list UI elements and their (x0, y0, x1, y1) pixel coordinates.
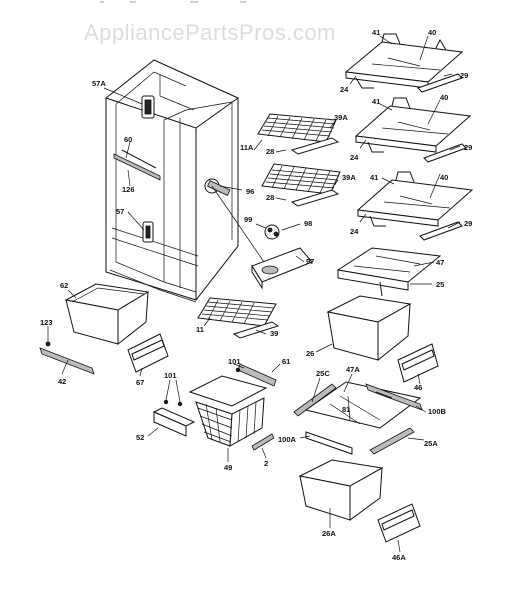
label-47: 47 (436, 258, 444, 267)
pan-front-46A (377, 503, 421, 543)
label-41-b: 41 (372, 97, 380, 106)
bracket-52 (152, 407, 196, 437)
label-26: 26 (306, 349, 314, 358)
crisper-cover-assembly (293, 381, 423, 455)
pan-front-67 (127, 333, 169, 373)
label-29-b: 29 (464, 143, 472, 152)
lower-crisper-pan (298, 459, 384, 521)
label-81: 81 (342, 405, 350, 414)
label-26A: 26A (322, 529, 336, 538)
label-97: 97 (306, 257, 314, 266)
label-39A-b: 39A (342, 173, 356, 182)
wire-shelf-bottom (197, 297, 280, 339)
label-41-c: 41 (370, 173, 378, 182)
label-96: 96 (246, 187, 254, 196)
label-47A: 47A (346, 365, 360, 374)
label-28-b: 28 (266, 193, 274, 202)
label-46: 46 (414, 383, 422, 392)
label-46A: 46A (392, 553, 406, 562)
wire-shelf-lower (261, 163, 341, 207)
label-41-a: 41 (372, 28, 380, 37)
leader-lines (47, 35, 461, 553)
label-2: 2 (264, 459, 268, 468)
label-40-b: 40 (440, 93, 448, 102)
label-98: 98 (304, 219, 312, 228)
label-101-a: 101 (228, 357, 241, 366)
label-60: 60 (124, 135, 132, 144)
crisper-pan (326, 295, 412, 362)
label-57: 57 (116, 207, 124, 216)
glass-shelf-2 (354, 97, 472, 163)
label-40-a: 40 (428, 28, 436, 37)
label-25: 25 (436, 280, 444, 289)
wire-shelf-upper (257, 113, 340, 155)
deli-drawer-cover (251, 247, 313, 290)
label-57A: 57A (92, 79, 106, 88)
label-24-a: 24 (340, 85, 349, 94)
label-39: 39 (270, 329, 278, 338)
wire-basket (188, 375, 268, 447)
label-100B: 100B (428, 407, 447, 416)
hinge-hardware (204, 178, 280, 240)
label-29-c: 29 (464, 219, 472, 228)
cabinet-liner (105, 59, 239, 303)
label-25A: 25A (424, 439, 438, 448)
label-101-b: 101 (164, 371, 177, 380)
label-24-c: 24 (350, 227, 359, 236)
label-61: 61 (282, 357, 290, 366)
label-52: 52 (136, 433, 144, 442)
watermark: AppliancePartsPros.com (84, 20, 336, 45)
label-62: 62 (60, 281, 68, 290)
glass-shelf-3 (356, 171, 474, 241)
label-49: 49 (224, 463, 232, 472)
glass-shelf-1 (344, 33, 464, 93)
rail-2 (251, 433, 275, 451)
crisper-cover (336, 247, 442, 297)
label-39A-a: 39A (334, 113, 348, 122)
label-100A: 100A (278, 435, 297, 444)
label-123: 123 (40, 318, 53, 327)
label-99: 99 (244, 215, 252, 224)
label-126: 126 (122, 185, 135, 194)
label-29-a: 29 (460, 71, 468, 80)
label-11: 11 (196, 325, 204, 334)
label-28-a: 28 (266, 147, 274, 156)
label-40-c: 40 (440, 173, 448, 182)
label-42: 42 (58, 377, 66, 386)
pan-rail-42 (39, 341, 95, 375)
label-11A: 11A (240, 143, 254, 152)
label-24-b: 24 (350, 153, 359, 162)
label-25C: 25C (316, 369, 330, 378)
screws-101 (163, 367, 241, 407)
pan-front-46 (397, 343, 439, 383)
part-labels: 41 40 24 29 41 40 24 29 41 40 24 29 57A … (40, 28, 472, 562)
freezer-pan (64, 283, 150, 346)
label-67: 67 (136, 378, 144, 387)
